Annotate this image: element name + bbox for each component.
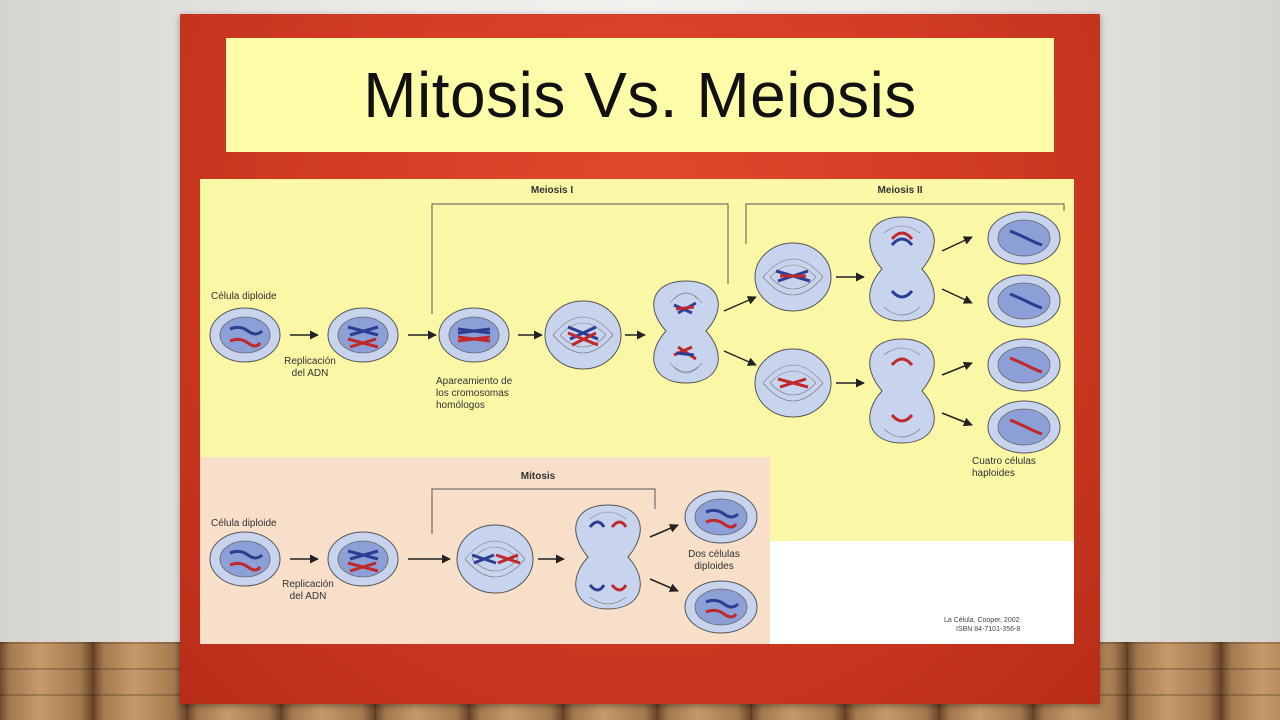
anaphase-i-cell	[653, 280, 719, 384]
pairing-label-1: Apareamiento de	[436, 376, 513, 387]
mitosis-metaphase-cell	[456, 524, 534, 594]
slide-title: Mitosis Vs. Meiosis	[363, 59, 917, 131]
meiosis-ii-cell-lower	[754, 348, 832, 418]
two-diploid-cells-label-2: diploides	[694, 561, 733, 572]
four-haploid-cells-label-2: haploides	[972, 468, 1015, 479]
diploid-cell-meiosis	[209, 307, 281, 363]
four-haploid-cells-label-1: Cuatro células	[972, 456, 1036, 467]
meiosis-ii-bracket	[745, 203, 1065, 244]
slide: Mitosis Vs. Meiosis Meiosis I Meiosis II…	[180, 14, 1100, 704]
credit-line-2: ISBN 84-7101-356-8	[956, 626, 1020, 633]
anaphase-ii-cell-upper	[869, 216, 935, 322]
replicated-cell-meiosis	[327, 307, 399, 363]
haploid-cell-1	[987, 211, 1061, 265]
mitosis-anaphase-cell	[575, 504, 641, 610]
diploid-cell-label-meiosis: Célula diploide	[211, 291, 277, 302]
meiosis-i-bracket	[431, 203, 729, 314]
diploid-cell-mitosis	[209, 531, 281, 587]
replication-label-2-mitosis: del ADN	[290, 591, 327, 602]
mitosis-bracket	[431, 488, 656, 534]
meiosis-i-header: Meiosis I	[531, 185, 573, 196]
pairing-label-3: homólogos	[436, 400, 485, 411]
haploid-cell-2	[987, 274, 1061, 328]
meiosis-ii-header: Meiosis II	[877, 185, 922, 196]
two-diploid-cells-label-1: Dos células	[688, 549, 740, 560]
replication-label-2-meiosis: del ADN	[292, 368, 329, 379]
meiosis-ii-cell-upper	[754, 242, 832, 312]
credit-line-1: La Célula, Cooper, 2002	[944, 617, 1020, 624]
diploid-daughter-cell-2	[684, 580, 758, 634]
mitosis-header: Mitosis	[521, 471, 556, 482]
replicated-cell-mitosis	[327, 531, 399, 587]
replication-label-1-mitosis: Replicación	[282, 579, 334, 590]
pairing-label-2: los cromosomas	[436, 388, 509, 399]
diploid-daughter-cell-1	[684, 490, 758, 544]
haploid-cell-4	[987, 400, 1061, 454]
mitosis-meiosis-diagram: Meiosis I Meiosis II Mitosis Célula dipl…	[200, 179, 1074, 644]
pairing-cell	[438, 307, 510, 363]
replication-label-1-meiosis: Replicación	[284, 356, 336, 367]
diploid-cell-label-mitosis: Célula diploide	[211, 518, 277, 529]
title-box: Mitosis Vs. Meiosis	[226, 38, 1054, 152]
anaphase-ii-cell-lower	[869, 338, 935, 444]
haploid-cell-3	[987, 338, 1061, 392]
metaphase-i-cell	[544, 300, 622, 370]
meiosis-panel-right	[770, 541, 1074, 644]
